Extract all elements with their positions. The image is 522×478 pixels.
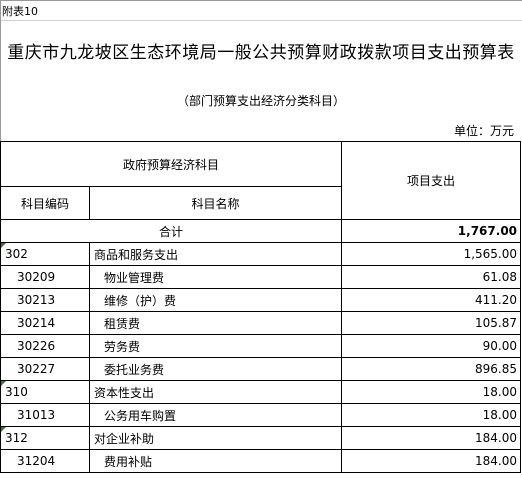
row-subject-code: 30209 bbox=[0, 265, 90, 289]
budget-table: 政府预算经济科目 项目支出 科目编码 科目名称 合计 1,767.00 302 商… bbox=[0, 141, 522, 473]
row-subject-code: 30226 bbox=[0, 334, 90, 358]
sheet-left-border bbox=[0, 0, 1, 141]
row-code-text: 30227 bbox=[17, 362, 56, 376]
row-subject-name: 费用补贴 bbox=[88, 449, 343, 473]
row-code-text: 302 bbox=[5, 247, 28, 261]
row-amount: 18.00 bbox=[341, 380, 522, 404]
row-subject-name: 资本性支出 bbox=[88, 380, 343, 404]
row-amount: 90.00 bbox=[341, 334, 522, 358]
row-amount: 1,565.00 bbox=[341, 242, 522, 266]
row-code-text: 30213 bbox=[17, 293, 56, 307]
row-code-text: 31013 bbox=[17, 408, 56, 422]
row-subject-code: 302 bbox=[0, 242, 90, 266]
total-label: 合计 bbox=[0, 219, 343, 243]
cell-note-marker-icon bbox=[1, 243, 6, 248]
report-title: 重庆市九龙坡区生态环境局一般公共预算财政拨款项目支出预算表 bbox=[7, 43, 515, 63]
cell-note-marker-icon bbox=[1, 381, 6, 386]
row-amount: 184.00 bbox=[341, 426, 522, 450]
row-code-text: 312 bbox=[5, 431, 28, 445]
row-code-text: 30226 bbox=[17, 339, 56, 353]
header-subject-code: 科目编码 bbox=[0, 186, 90, 220]
row-amount: 411.20 bbox=[341, 288, 522, 312]
row-subject-code: 30227 bbox=[0, 357, 90, 381]
row-subject-code: 312 bbox=[0, 426, 90, 450]
row-subject-name: 委托业务费 bbox=[88, 357, 343, 381]
row-code-text: 31204 bbox=[17, 454, 56, 468]
header-economic-classification: 政府预算经济科目 bbox=[0, 141, 343, 187]
row-subject-name: 劳务费 bbox=[88, 334, 343, 358]
row-amount: 18.00 bbox=[341, 403, 522, 427]
cell-note-marker-icon bbox=[1, 427, 6, 432]
row-amount: 61.08 bbox=[341, 265, 522, 289]
row-subject-name: 维修（护）费 bbox=[88, 288, 343, 312]
row-code-text: 30209 bbox=[17, 270, 56, 284]
header-project-expenditure: 项目支出 bbox=[341, 141, 522, 220]
row-subject-name: 公务用车购置 bbox=[88, 403, 343, 427]
report-subtitle: （部门预算支出经济分类科目） bbox=[176, 94, 345, 108]
row-amount: 105.87 bbox=[341, 311, 522, 335]
total-amount: 1,767.00 bbox=[341, 219, 522, 243]
unit-label: 单位：万元 bbox=[453, 124, 514, 138]
row-code-text: 310 bbox=[5, 385, 28, 399]
row-amount: 184.00 bbox=[341, 449, 522, 473]
header-subject-name: 科目名称 bbox=[88, 186, 343, 220]
row-amount: 896.85 bbox=[341, 357, 522, 381]
row-subject-code: 30214 bbox=[0, 311, 90, 335]
row-code-text: 30214 bbox=[17, 316, 56, 330]
row-subject-code: 31204 bbox=[0, 449, 90, 473]
row-subject-name: 租赁费 bbox=[88, 311, 343, 335]
sheet-top-border bbox=[0, 0, 522, 1]
row-subject-name: 商品和服务支出 bbox=[88, 242, 343, 266]
row-subject-code: 310 bbox=[0, 380, 90, 404]
row-subject-code: 30213 bbox=[0, 288, 90, 312]
row-subject-code: 31013 bbox=[0, 403, 90, 427]
sheet-row-divider bbox=[0, 20, 522, 21]
row-subject-name: 对企业补助 bbox=[88, 426, 343, 450]
attachment-label: 附表10 bbox=[2, 5, 38, 18]
row-subject-name: 物业管理费 bbox=[88, 265, 343, 289]
